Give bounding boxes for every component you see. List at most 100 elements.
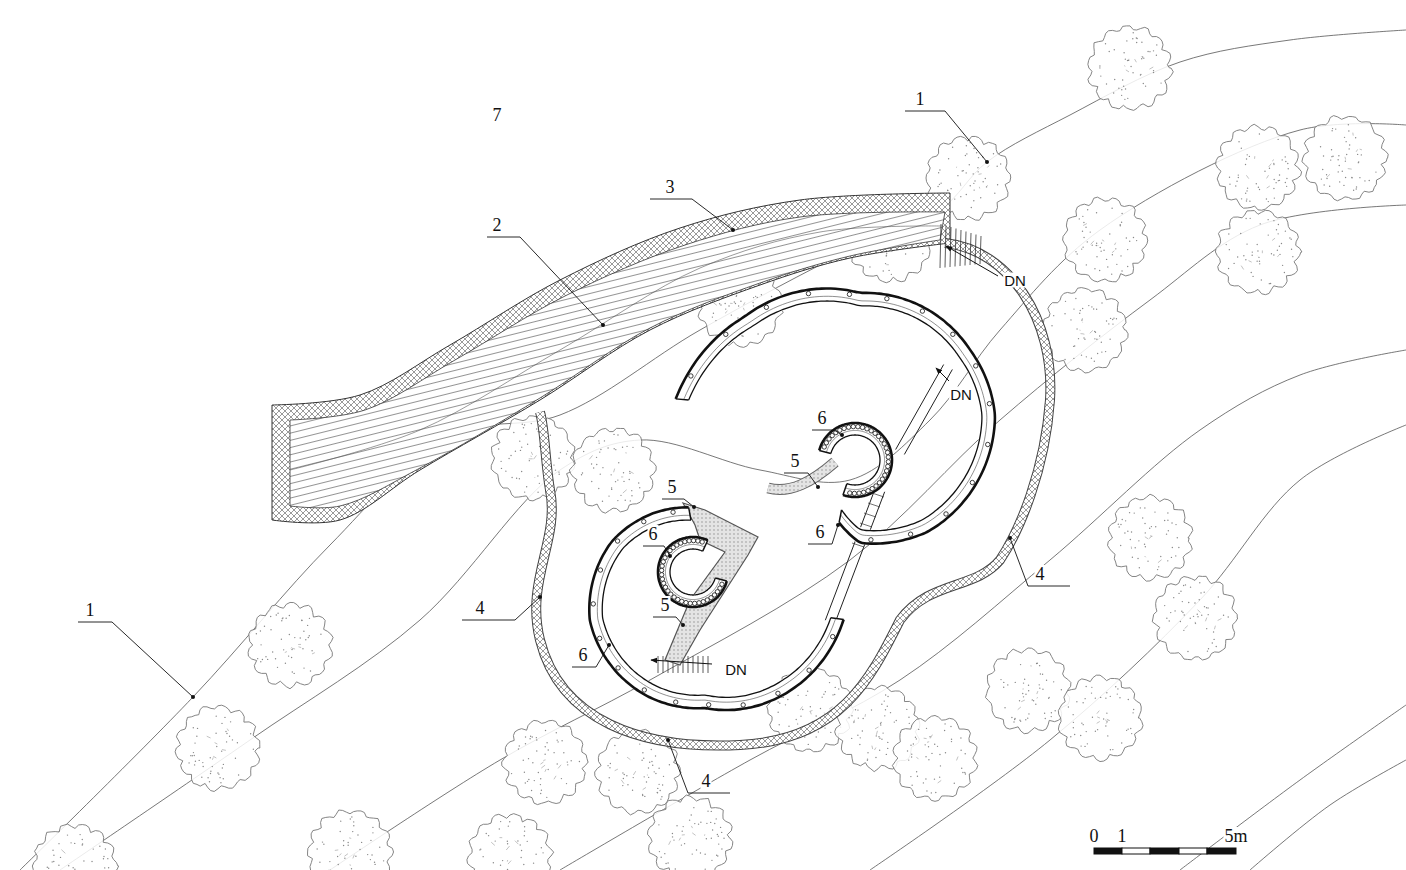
tree-dot (548, 749, 549, 750)
tree-dot (1096, 212, 1097, 213)
tree-dot (808, 744, 809, 745)
tree-dot (1106, 320, 1107, 321)
tree-dot (971, 207, 972, 208)
tree-dot (1091, 358, 1092, 359)
tree-dot (209, 781, 210, 782)
tree-dot (1147, 560, 1148, 561)
tree-dot (1084, 746, 1085, 747)
tree-dot (937, 186, 938, 187)
tree-dot (93, 848, 94, 849)
tree-dot (1213, 639, 1214, 640)
tree-branch (625, 452, 626, 453)
tree-dot (657, 792, 658, 793)
tree-dot (1019, 700, 1020, 701)
tree-dot (931, 792, 932, 793)
tree-dot (931, 753, 932, 754)
tree-dot (1014, 719, 1015, 720)
rail-post (688, 601, 692, 605)
leader-underline (662, 499, 684, 500)
tree-dot (693, 807, 694, 808)
tree-dot (507, 843, 508, 844)
rail-post (764, 305, 768, 309)
tree-dot (329, 861, 330, 862)
contour-line (20, 30, 1406, 870)
leader-dot (668, 554, 672, 558)
tree-dot (511, 773, 512, 774)
tree-dot (555, 469, 556, 470)
tree-dot (1096, 256, 1097, 257)
tree-dot (1238, 177, 1239, 178)
tree-dot (973, 148, 974, 149)
tree-dot (1182, 601, 1183, 602)
tree-dot (198, 760, 199, 761)
tree-dot (500, 821, 501, 822)
tree-branch (704, 834, 705, 835)
tree-dot (761, 294, 762, 295)
tree-dot (1105, 43, 1106, 44)
tree-dot (303, 631, 304, 632)
tree-dot (1279, 174, 1280, 175)
tree-dot (1339, 165, 1340, 166)
tree-dot (536, 739, 537, 740)
tree-dot (194, 764, 195, 765)
tree-dot (1085, 686, 1086, 687)
rail-post (908, 532, 912, 536)
callout-number: 4 (475, 599, 486, 617)
tree-dot (720, 304, 721, 305)
tree-dot (961, 767, 962, 768)
tree-dot (1095, 331, 1096, 332)
tree-dot (857, 735, 858, 736)
tree-dot (1164, 605, 1165, 606)
tree-dot (1247, 187, 1248, 188)
tree-dot (755, 296, 756, 297)
rail-post (697, 601, 701, 605)
tree-dot (757, 333, 758, 334)
tree-dot (557, 741, 558, 742)
tree-dot (1268, 234, 1269, 235)
leader-line (692, 199, 733, 230)
tree-dot (1093, 308, 1094, 309)
tree-dot (1270, 283, 1271, 284)
tree-dot (524, 491, 525, 492)
tree-outline (1216, 124, 1302, 210)
rail-post (806, 291, 810, 295)
tree-dot (262, 659, 263, 660)
tree-dot (308, 637, 309, 638)
tree-dot (532, 762, 533, 763)
tree-dot (302, 648, 303, 649)
tree-dot (519, 478, 520, 479)
tree-dot (1259, 133, 1260, 134)
tree-dot (218, 773, 219, 774)
tree-dot (1238, 174, 1239, 175)
tree-dot (1335, 128, 1336, 129)
tree-dot (905, 253, 906, 254)
tree-dot (681, 844, 682, 845)
tree-dot (319, 861, 320, 862)
rail-post (848, 491, 852, 495)
tree-dot (1121, 95, 1122, 96)
tree-dot (235, 758, 236, 759)
tree-dot (712, 829, 713, 830)
tree-dot (1142, 517, 1143, 518)
bridge-deck (768, 462, 835, 490)
tree-dot (976, 152, 977, 153)
tree-dot (1141, 58, 1142, 59)
tree-dot (1054, 710, 1055, 711)
tree-dot (1014, 718, 1015, 719)
tree-dot (862, 730, 863, 731)
tree-dot (540, 778, 541, 779)
rail-post (861, 490, 865, 494)
stair-deck (682, 295, 988, 537)
tree-dot (579, 761, 580, 762)
tree-dot (1132, 556, 1133, 557)
stair-tread (950, 227, 951, 267)
tree-dot (714, 823, 715, 824)
tree-dot (1025, 719, 1026, 720)
tree-dot (829, 682, 830, 683)
tree-dot (1240, 233, 1241, 234)
rail-post (776, 691, 780, 695)
tree-dot (1349, 144, 1350, 145)
tree-dot (519, 844, 520, 845)
scale-label: 0 (1089, 827, 1100, 845)
tree-dot (347, 842, 348, 843)
